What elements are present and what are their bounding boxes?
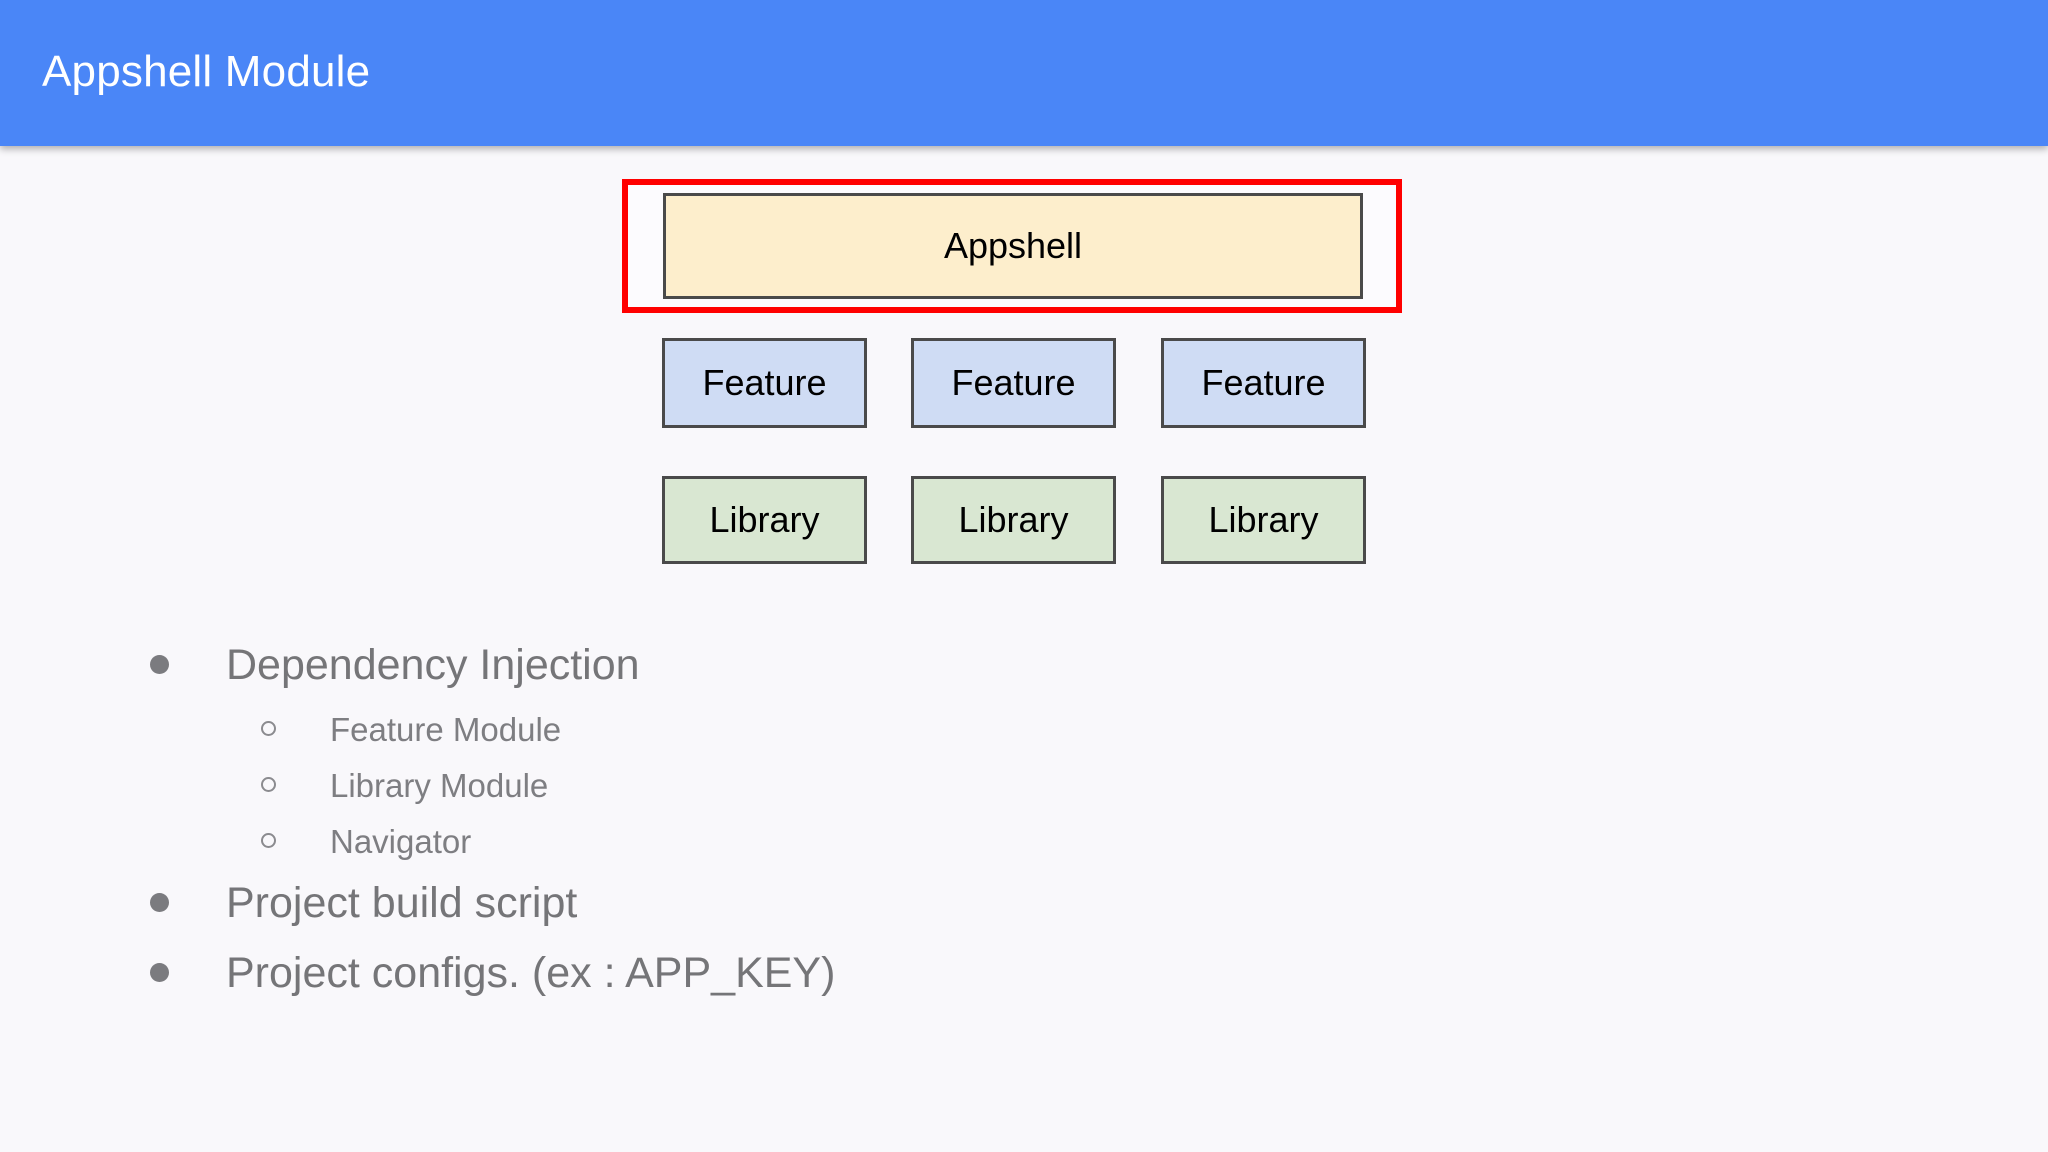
node-library-3: Library [1161,476,1366,564]
list-item-label: Navigator [330,823,472,860]
node-library-1: Library [662,476,867,564]
node-library-3-label: Library [1208,499,1319,540]
slide-header-bar: Appshell Module [0,0,2048,146]
node-library-2-label: Library [958,499,1069,540]
node-feature-1-label: Feature [702,362,827,403]
list-item: Library Module [0,766,2048,822]
node-feature-1: Feature [662,338,867,428]
node-feature-3: Feature [1161,338,1366,428]
list-item: Feature Module [0,710,2048,766]
node-library-2: Library [911,476,1116,564]
list-item: Project build script [0,878,2048,948]
node-library-1-label: Library [709,499,820,540]
page-title: Appshell Module [42,47,371,96]
list-item: Navigator [0,822,2048,878]
node-feature-2-label: Feature [951,362,1076,403]
list-item-label: Feature Module [330,711,562,748]
node-appshell-label: Appshell [943,225,1083,266]
list-item: Project configs. (ex : APP_KEY) [0,948,2048,1018]
node-feature-3-label: Feature [1201,362,1326,403]
bullet-list: Dependency Injection Feature Module Libr… [0,640,2048,1018]
list-item-label: Dependency Injection [226,641,640,689]
list-item-label: Library Module [330,767,549,804]
list-item-label: Project build script [226,879,578,927]
module-architecture-diagram: Appshell Feature Feature Feature Library… [0,146,2048,606]
node-feature-2: Feature [911,338,1116,428]
list-item: Dependency Injection [0,640,2048,710]
list-item-label: Project configs. (ex : APP_KEY) [226,949,836,997]
node-appshell: Appshell [663,193,1363,299]
